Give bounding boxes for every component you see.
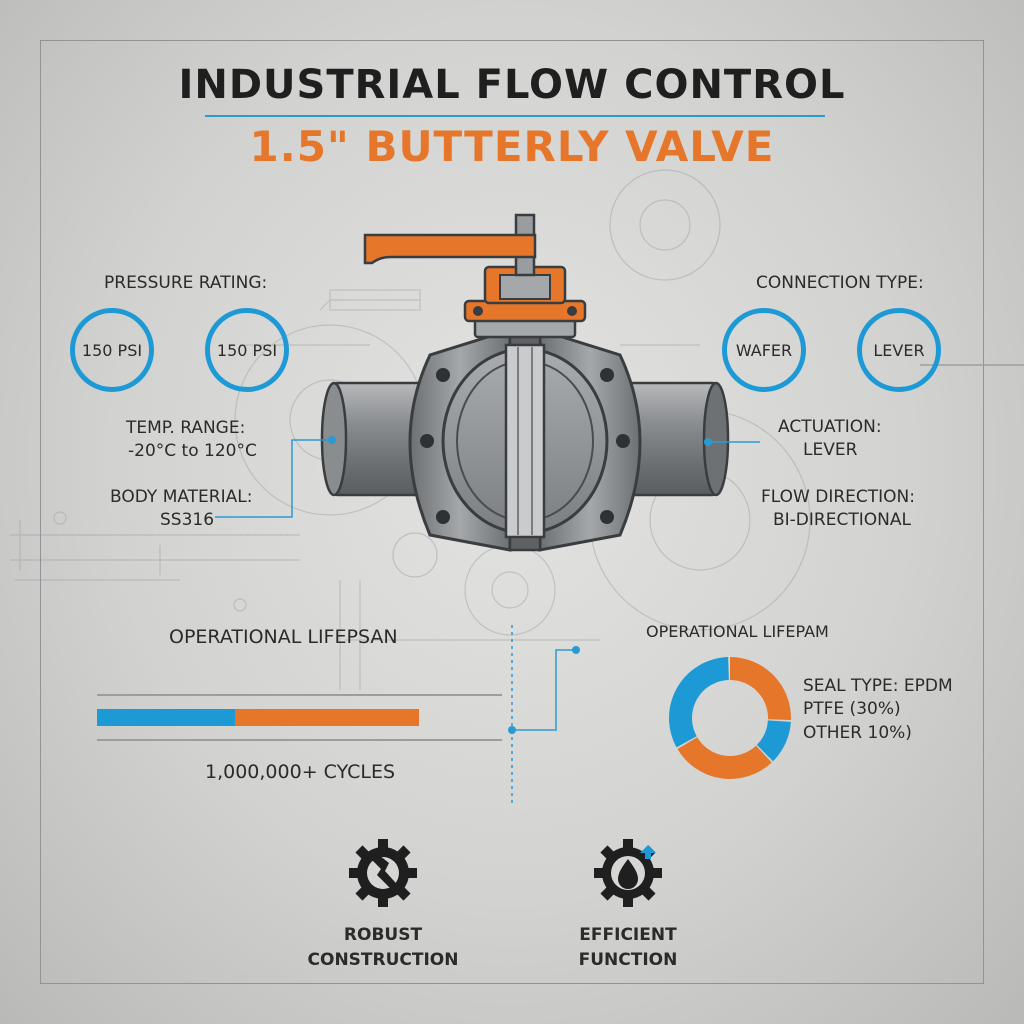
temp-range-value: -20°C to 120°C [128,441,257,461]
donut-segment-1 [730,657,791,721]
connection-type-label: CONNECTION TYPE: [756,273,924,293]
gear-wrench-icon [349,839,417,907]
pressure-rating-label: PRESSURE RATING: [104,273,268,293]
lifespan-progress-bar [97,709,419,726]
subtitle: 1.5" BUTTERLY VALVE [249,122,775,171]
feature-2-line-2: FUNCTION [578,950,678,970]
lifespan-guide-bottom [97,739,502,741]
connection-value-ring-2: LEVER [857,308,941,392]
seal-type-line: SEAL TYPE: EPDM [803,676,953,696]
butterfly-valve-illustration [320,213,730,552]
body-material-value: SS316 [160,510,215,530]
seal-ptfe-line: PTFE (30%) [803,699,901,719]
donut-segment-4 [669,657,729,748]
lifespan-label: OPERATIONAL LIFEPSAN [169,626,398,648]
gear-droplet-icon [594,839,662,907]
title-divider [205,115,825,117]
donut-segment-2 [756,720,791,762]
lifespan-guide-top [97,694,502,696]
valve-stem [463,213,587,339]
feature-1-line-2: CONSTRUCTION [307,950,459,970]
lifespan-bar-blue [97,709,235,726]
actuation-value: LEVER [803,440,858,460]
lifespan-cycles: 1,000,000+ CYCLES [205,761,396,783]
valve-body [408,327,642,552]
seal-donut-chart [669,657,791,779]
connection-value-ring-1: WAFER [722,308,806,392]
lifespan-bar-orange [235,709,419,726]
connection-value-1: WAFER [735,340,793,360]
flow-direction-value: BI-DIRECTIONAL [773,510,911,530]
pressure-value-ring-1: 150 PSI [70,308,154,392]
lever-handle [363,233,537,265]
pressure-value-ring-2: 150 PSI [205,308,289,392]
main-title: INDUSTRIAL FLOW CONTROL [178,62,846,108]
actuation-label: ACTUATION: [778,417,882,437]
donut-segment-3 [677,737,772,779]
seal-other-line: OTHER 10%) [803,723,912,743]
feature-2-line-1: EFFICIENT [579,925,677,945]
border-frame [40,40,984,984]
pressure-value-1: 150 PSI [81,340,143,360]
temp-range-label: TEMP. RANGE: [126,418,246,438]
body-material-label: BODY MATERIAL: [110,487,253,507]
seal-section-label: OPERATIONAL LIFEPAM [646,622,829,641]
feature-1-line-1: ROBUST [343,925,423,945]
pressure-value-2: 150 PSI [216,340,278,360]
connection-value-2: LEVER [873,340,925,360]
flow-direction-label: FLOW DIRECTION: [761,487,915,507]
